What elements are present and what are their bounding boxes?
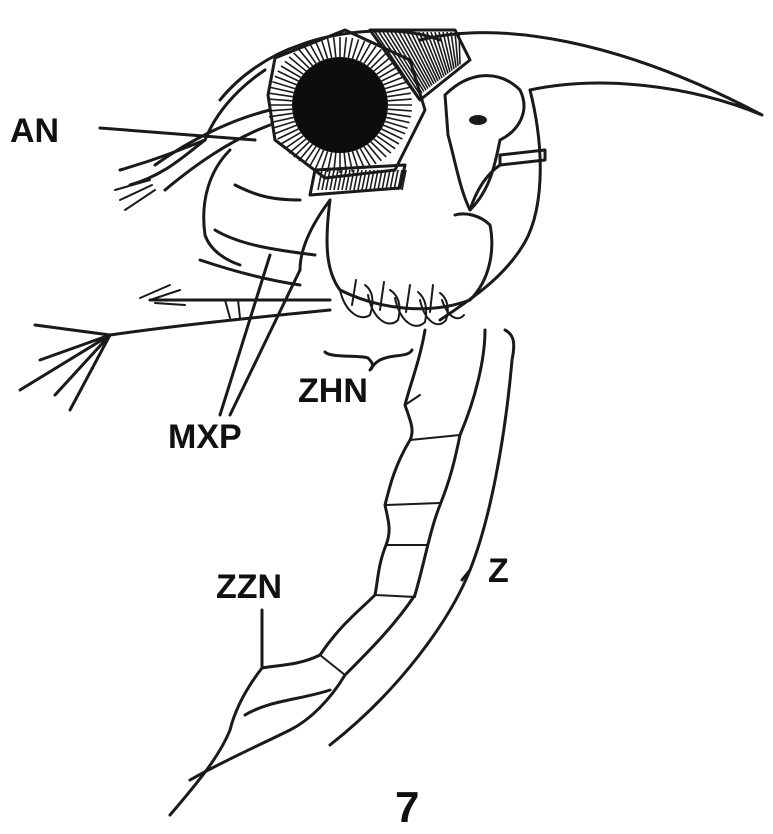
hatch-line (374, 139, 391, 153)
hatch-line (379, 133, 399, 144)
hatch-line (377, 136, 395, 149)
hatch-line (387, 93, 411, 96)
figure-number: 7 (395, 783, 419, 832)
hatch-line (268, 109, 292, 111)
hatch-line (269, 93, 293, 96)
zhn-brace (325, 350, 412, 370)
label-mxp: MXP (168, 418, 242, 456)
hatch-line (285, 136, 303, 149)
hatch-line (289, 139, 306, 153)
hatch-line (322, 170, 326, 190)
hatch-line (304, 46, 316, 63)
hatch-line (350, 170, 354, 190)
label-an: AN (10, 112, 59, 150)
hatch-line (386, 87, 409, 92)
hatch-line (371, 142, 386, 157)
hatch-line (304, 147, 316, 164)
hatch-line (299, 144, 313, 160)
hatch-line (330, 170, 334, 190)
thoracic-appendages (340, 280, 464, 326)
hatch-line (390, 170, 394, 190)
hatch-line (327, 38, 331, 58)
side-band (500, 150, 545, 165)
hatch-line (278, 71, 299, 81)
hatch-line (364, 46, 376, 63)
hatch-line (388, 109, 412, 111)
hatch-line (374, 57, 391, 71)
hatch-line (334, 170, 338, 190)
hatch-line (459, 32, 460, 65)
hatch-line (364, 147, 376, 164)
hatch-line (371, 53, 386, 68)
hatch-line (281, 66, 301, 77)
hatch-line (289, 57, 306, 71)
hatch-line (342, 170, 346, 190)
dorsal-spine (420, 33, 762, 115)
hatch-line (294, 53, 309, 68)
maxillipeds (20, 185, 330, 410)
head-process (445, 76, 524, 210)
hatch-line (270, 117, 293, 122)
hatch-line (387, 113, 411, 116)
hatch-line (281, 133, 301, 144)
hatch-line (382, 170, 386, 190)
hatch-line (334, 37, 336, 57)
hatch-line (299, 49, 313, 65)
hatch-line (285, 61, 303, 74)
an-leader (100, 128, 255, 140)
label-zzn: ZZN (216, 568, 282, 606)
carapace-front (205, 45, 300, 140)
hatch-line (368, 49, 382, 65)
ocellus (469, 115, 487, 125)
thorax (300, 200, 492, 309)
label-z: Z (488, 552, 509, 590)
compound-eye (268, 30, 425, 178)
hatch-line (346, 170, 350, 190)
hatch-line (382, 129, 403, 139)
hatch-line (368, 144, 382, 160)
mxp-leader (220, 255, 300, 415)
hatch-line (326, 170, 330, 190)
label-zhn: ZHN (298, 372, 368, 410)
hatch-line (388, 99, 412, 101)
hatch-line (348, 38, 352, 58)
hatch-line (386, 170, 390, 190)
hatch-line (386, 117, 409, 122)
hatch-line (270, 87, 293, 92)
hatch-line (278, 129, 299, 139)
hatch-line (294, 142, 309, 157)
hatch-line (344, 37, 346, 57)
hatch-line (268, 99, 292, 101)
